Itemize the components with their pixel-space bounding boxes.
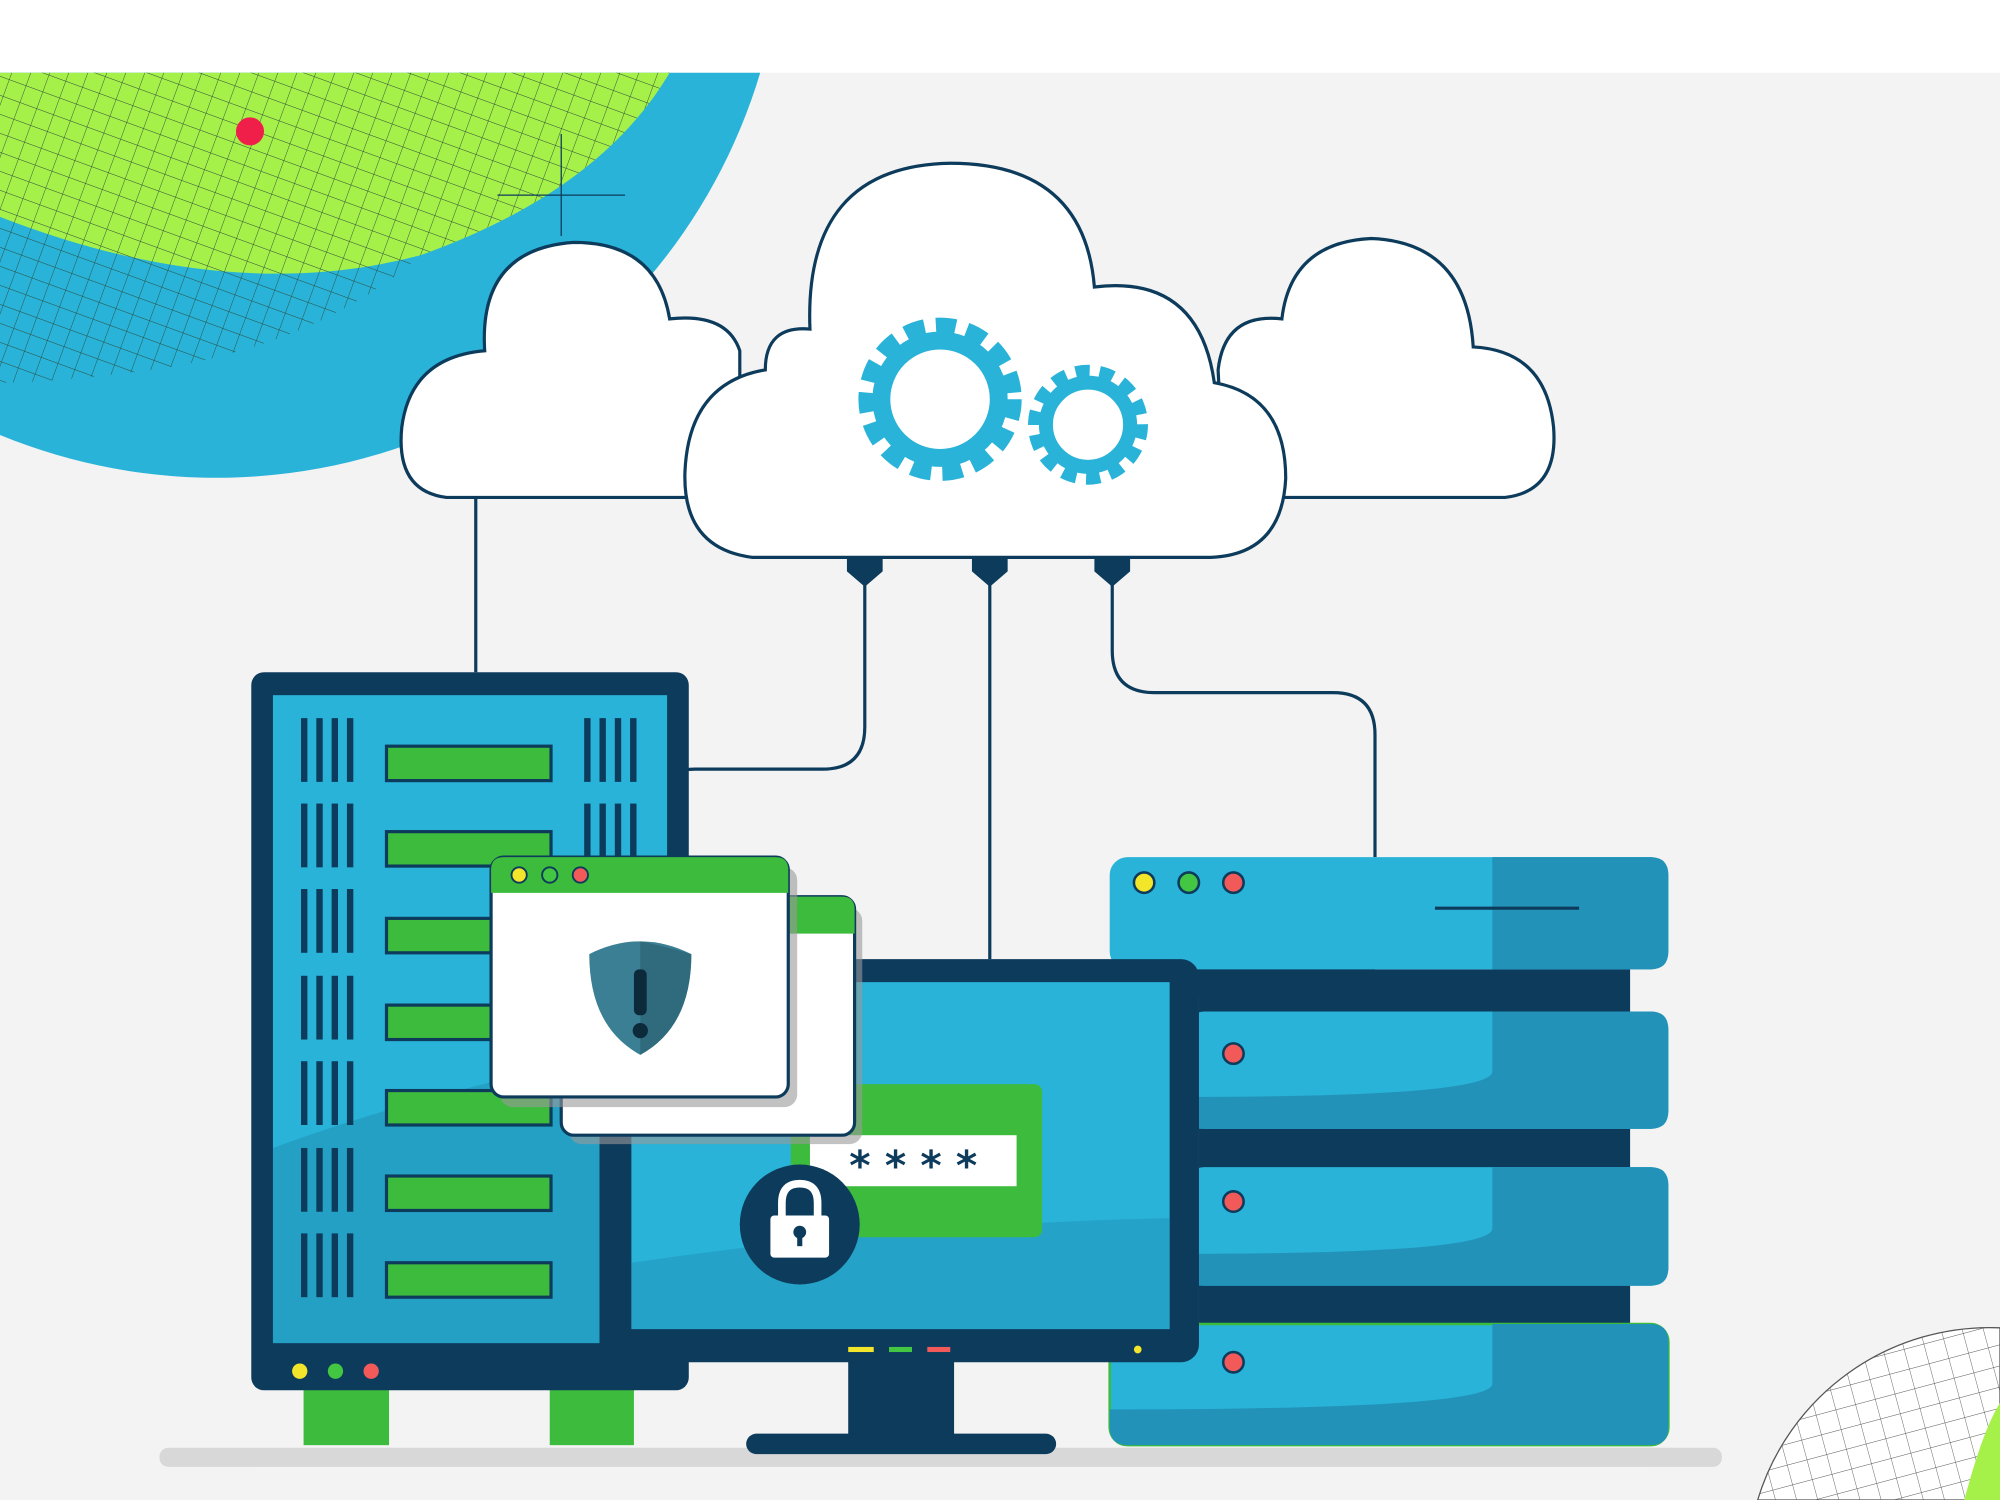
floor-shadow: [159, 1447, 1722, 1467]
password-mask: * * * *: [849, 1142, 977, 1190]
decor-bottom-right: [1756, 1326, 2000, 1500]
shield-alert-icon: [589, 941, 692, 1055]
gear-icon: [858, 317, 1022, 481]
red-dot: [235, 117, 265, 146]
decor-top-left: [0, 72, 761, 478]
monitor-icon: [599, 959, 1199, 1455]
top-band: [0, 0, 2000, 73]
lock-icon: [739, 1164, 860, 1285]
server-stack-icon: [1108, 857, 1670, 1447]
gear-icon: [1028, 364, 1148, 485]
